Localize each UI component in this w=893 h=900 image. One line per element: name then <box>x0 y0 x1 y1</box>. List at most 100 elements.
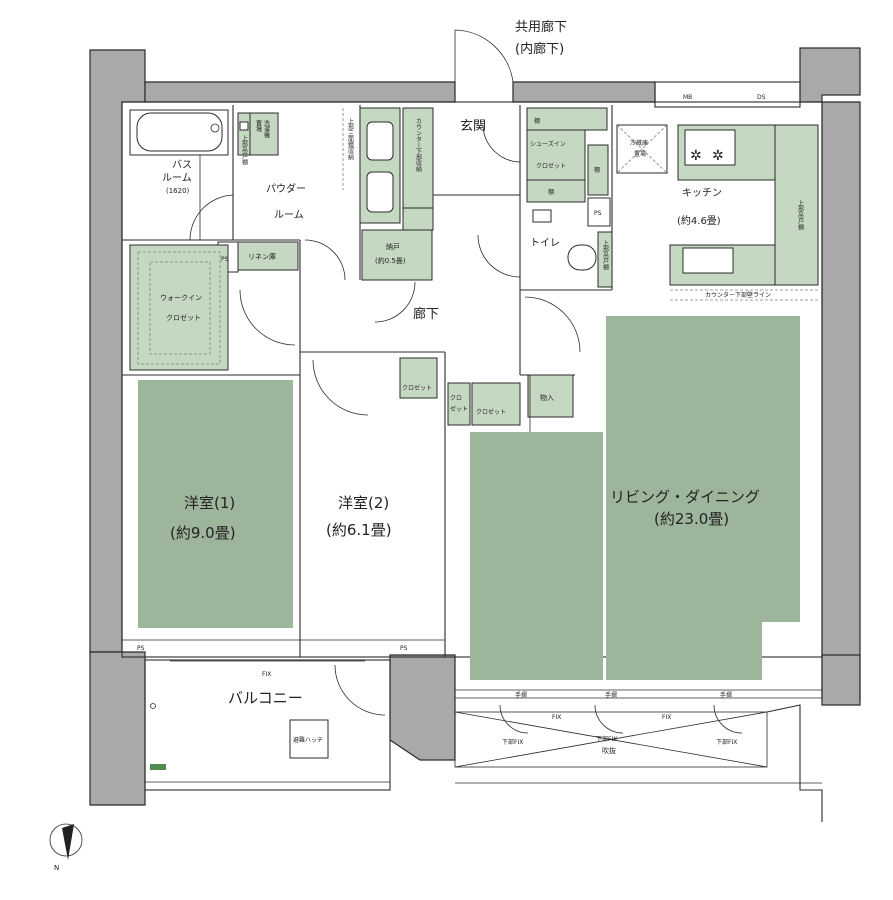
front-door-swing <box>454 29 514 83</box>
balcony-outline <box>144 659 391 791</box>
storage-box <box>527 374 574 418</box>
storage-door-swing <box>374 281 416 323</box>
compass-label: N <box>54 864 59 872</box>
walkin-closet-box <box>129 244 229 371</box>
storage-room-label-1: 納戸 <box>386 242 400 251</box>
shoes-shelf-label-3: 棚 <box>548 188 554 196</box>
kitchen-fixtures: ✲ ✲ <box>616 124 819 301</box>
structural-walls <box>89 47 861 806</box>
western-room-1-floor <box>138 380 293 628</box>
fridge-label-2: 置場 <box>634 150 646 158</box>
closet-room2-label: クロゼット <box>402 384 432 392</box>
toilet-door-swing <box>477 234 521 278</box>
shoes-door-swing <box>482 124 521 163</box>
closet-living-label: クロゼット <box>476 408 506 416</box>
western2-label-1: 洋室(2) <box>338 494 389 512</box>
closet-room2 <box>399 357 438 399</box>
hallway-label: 廊下 <box>413 306 439 322</box>
lower-fix-label-3: 下部FIX <box>716 738 737 746</box>
shoes-closet-fixtures <box>526 107 611 227</box>
shoes-shelf-right <box>587 144 609 196</box>
compass: N <box>49 823 83 872</box>
balcony-door-swing <box>334 664 386 716</box>
bath-size: (1620) <box>166 187 190 195</box>
western2-label-2: (約6.1畳) <box>326 521 392 539</box>
toilet-fixtures <box>532 209 613 288</box>
vertical-labels: 洗濯機 置場 上部吊戸棚 上部三面鏡収納 カウンター下部収納 上部吊戸棚 上部吊… <box>241 117 804 271</box>
living-window-swing-3 <box>713 704 743 734</box>
washer-label: 洗濯機 <box>263 119 270 139</box>
living-label-2: (約23.0畳) <box>654 510 729 528</box>
stove-burner-1: ✲ <box>690 148 702 164</box>
western1-label-1: 洋室(1) <box>184 494 235 512</box>
toilet-sink <box>532 209 552 223</box>
living-label-1: リビング・ダイニング <box>610 488 760 506</box>
walkin-door-swing <box>239 289 296 346</box>
entrance-label: 玄関 <box>460 119 486 134</box>
storage-label: 物入 <box>540 393 554 402</box>
powder-label-2: ルーム <box>274 209 304 221</box>
void-right-edge <box>766 704 823 822</box>
kitchen-counter-side <box>774 124 819 286</box>
balcony-vent <box>150 764 166 770</box>
washer-label-2: 置場 <box>255 120 262 133</box>
living-floor-left <box>470 432 603 680</box>
washer-cabinet-label: 上部吊戸棚 <box>241 134 248 166</box>
living-window-swing-1 <box>499 704 529 734</box>
shoes-label-2: クロゼット <box>536 162 566 170</box>
lower-fix-label-2: 下部FIX <box>596 735 617 743</box>
living-window-swing-2 <box>594 704 624 734</box>
shaft-box <box>654 81 801 108</box>
kitchen-label-2: (約4.6畳) <box>677 214 721 227</box>
fridge-cross-1 <box>616 124 668 174</box>
balcony-label: バルコニー <box>228 689 303 707</box>
bath-label-2: ルーム <box>162 172 192 184</box>
toilet-upper-cabinet <box>597 231 613 288</box>
fridge-label-1: 冷蔵庫 <box>630 139 648 147</box>
room2-door-swing <box>312 359 369 416</box>
bath-door-swing <box>189 194 234 241</box>
door-swings <box>189 29 743 734</box>
linen-storage-box <box>237 241 299 271</box>
walkin-label-2: クロゼット <box>166 313 201 322</box>
bath-label-1: バス <box>172 159 192 171</box>
closet-small-label-2: ゼット <box>450 405 468 413</box>
kitchen-sink <box>682 247 734 274</box>
balcony-area <box>144 659 823 822</box>
sink-1 <box>366 121 394 161</box>
wall-balcony-pillar <box>389 654 456 761</box>
storage-room-box <box>361 229 433 281</box>
fix-label-3: FIX <box>662 714 671 721</box>
shoes-shelf-label-2: 棚 <box>594 166 600 174</box>
bath-drain <box>210 123 220 133</box>
shoes-shelf-label-1: 棚 <box>534 117 540 125</box>
wall-top-right <box>799 47 861 103</box>
ps-label-4: PS <box>400 645 408 652</box>
wall-top-left <box>144 81 456 103</box>
storage-room-label-2: (約0.5畳) <box>375 256 406 265</box>
compass-needle-icon <box>62 824 74 860</box>
corridor-line1: 共用廊下 <box>515 19 567 35</box>
mb-label: MB <box>683 94 692 101</box>
washer-fixtures <box>237 112 279 156</box>
windows <box>122 639 822 699</box>
stove <box>684 129 736 166</box>
closet-living <box>471 382 521 426</box>
shelf-storage <box>402 207 434 231</box>
wall-right <box>821 101 861 701</box>
fix-label-2: FIX <box>552 714 561 721</box>
fridge-cross-2 <box>616 124 668 174</box>
wall-right-bottom <box>821 654 861 706</box>
closet-small-label-1: クロ <box>450 395 462 402</box>
linen-label: リネン庫 <box>248 252 276 261</box>
toilet-bowl <box>567 244 597 271</box>
shoes-shelf-bottom <box>526 179 586 203</box>
void-box <box>454 711 768 768</box>
ps-label-3: PS <box>137 645 145 652</box>
ps-label-1: PS <box>221 256 229 263</box>
western1-label-2: (約9.0畳) <box>170 524 236 542</box>
kitchen-cabinet-label: 上部吊戸棚 <box>797 199 804 231</box>
handrail-label-1: 手摺 <box>515 691 527 699</box>
